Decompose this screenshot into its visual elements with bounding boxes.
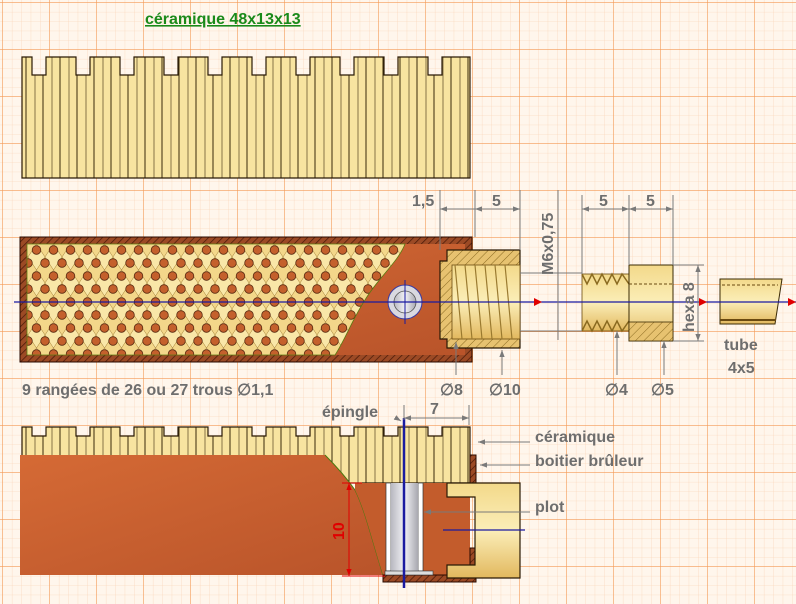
jet-screw bbox=[581, 264, 674, 342]
dim-1-5: 1,5 bbox=[412, 193, 434, 210]
ceramic-holes-area bbox=[26, 243, 406, 356]
burner-side-section bbox=[20, 418, 525, 588]
dia-4: ∅4 bbox=[605, 382, 628, 399]
dim-5-a: 5 bbox=[492, 193, 501, 210]
tube-size-label: 4x5 bbox=[728, 360, 755, 377]
dia-5: ∅5 bbox=[651, 382, 674, 399]
ceramic-label: céramique bbox=[535, 429, 615, 446]
dimensions-bottom bbox=[342, 405, 530, 577]
plot-label: plot bbox=[535, 499, 565, 516]
dim-5-b: 5 bbox=[599, 193, 608, 210]
dim-hexa: hexa 8 bbox=[681, 282, 698, 332]
dia-8: ∅8 bbox=[440, 382, 463, 399]
drawing-title: céramique 48x13x13 bbox=[145, 11, 301, 28]
ceramic-top-view bbox=[21, 56, 471, 179]
dim-5-c: 5 bbox=[646, 193, 655, 210]
burner-top-section bbox=[14, 236, 796, 363]
tube-label: tube bbox=[724, 337, 758, 354]
threaded-fitting bbox=[439, 249, 521, 349]
dimensions-top bbox=[439, 190, 704, 375]
dim-10: 10 bbox=[331, 522, 348, 540]
holes-note: 9 rangées de 26 ou 27 trous ∅1,1 bbox=[22, 382, 273, 399]
pin-sleeve bbox=[384, 418, 434, 588]
dia-10: ∅10 bbox=[489, 382, 521, 399]
pin-label: épingle bbox=[322, 404, 378, 421]
housing-label: boitier brûleur bbox=[535, 453, 643, 470]
dim-7: 7 bbox=[430, 401, 439, 418]
dim-thread: M6x0,75 bbox=[540, 213, 557, 275]
